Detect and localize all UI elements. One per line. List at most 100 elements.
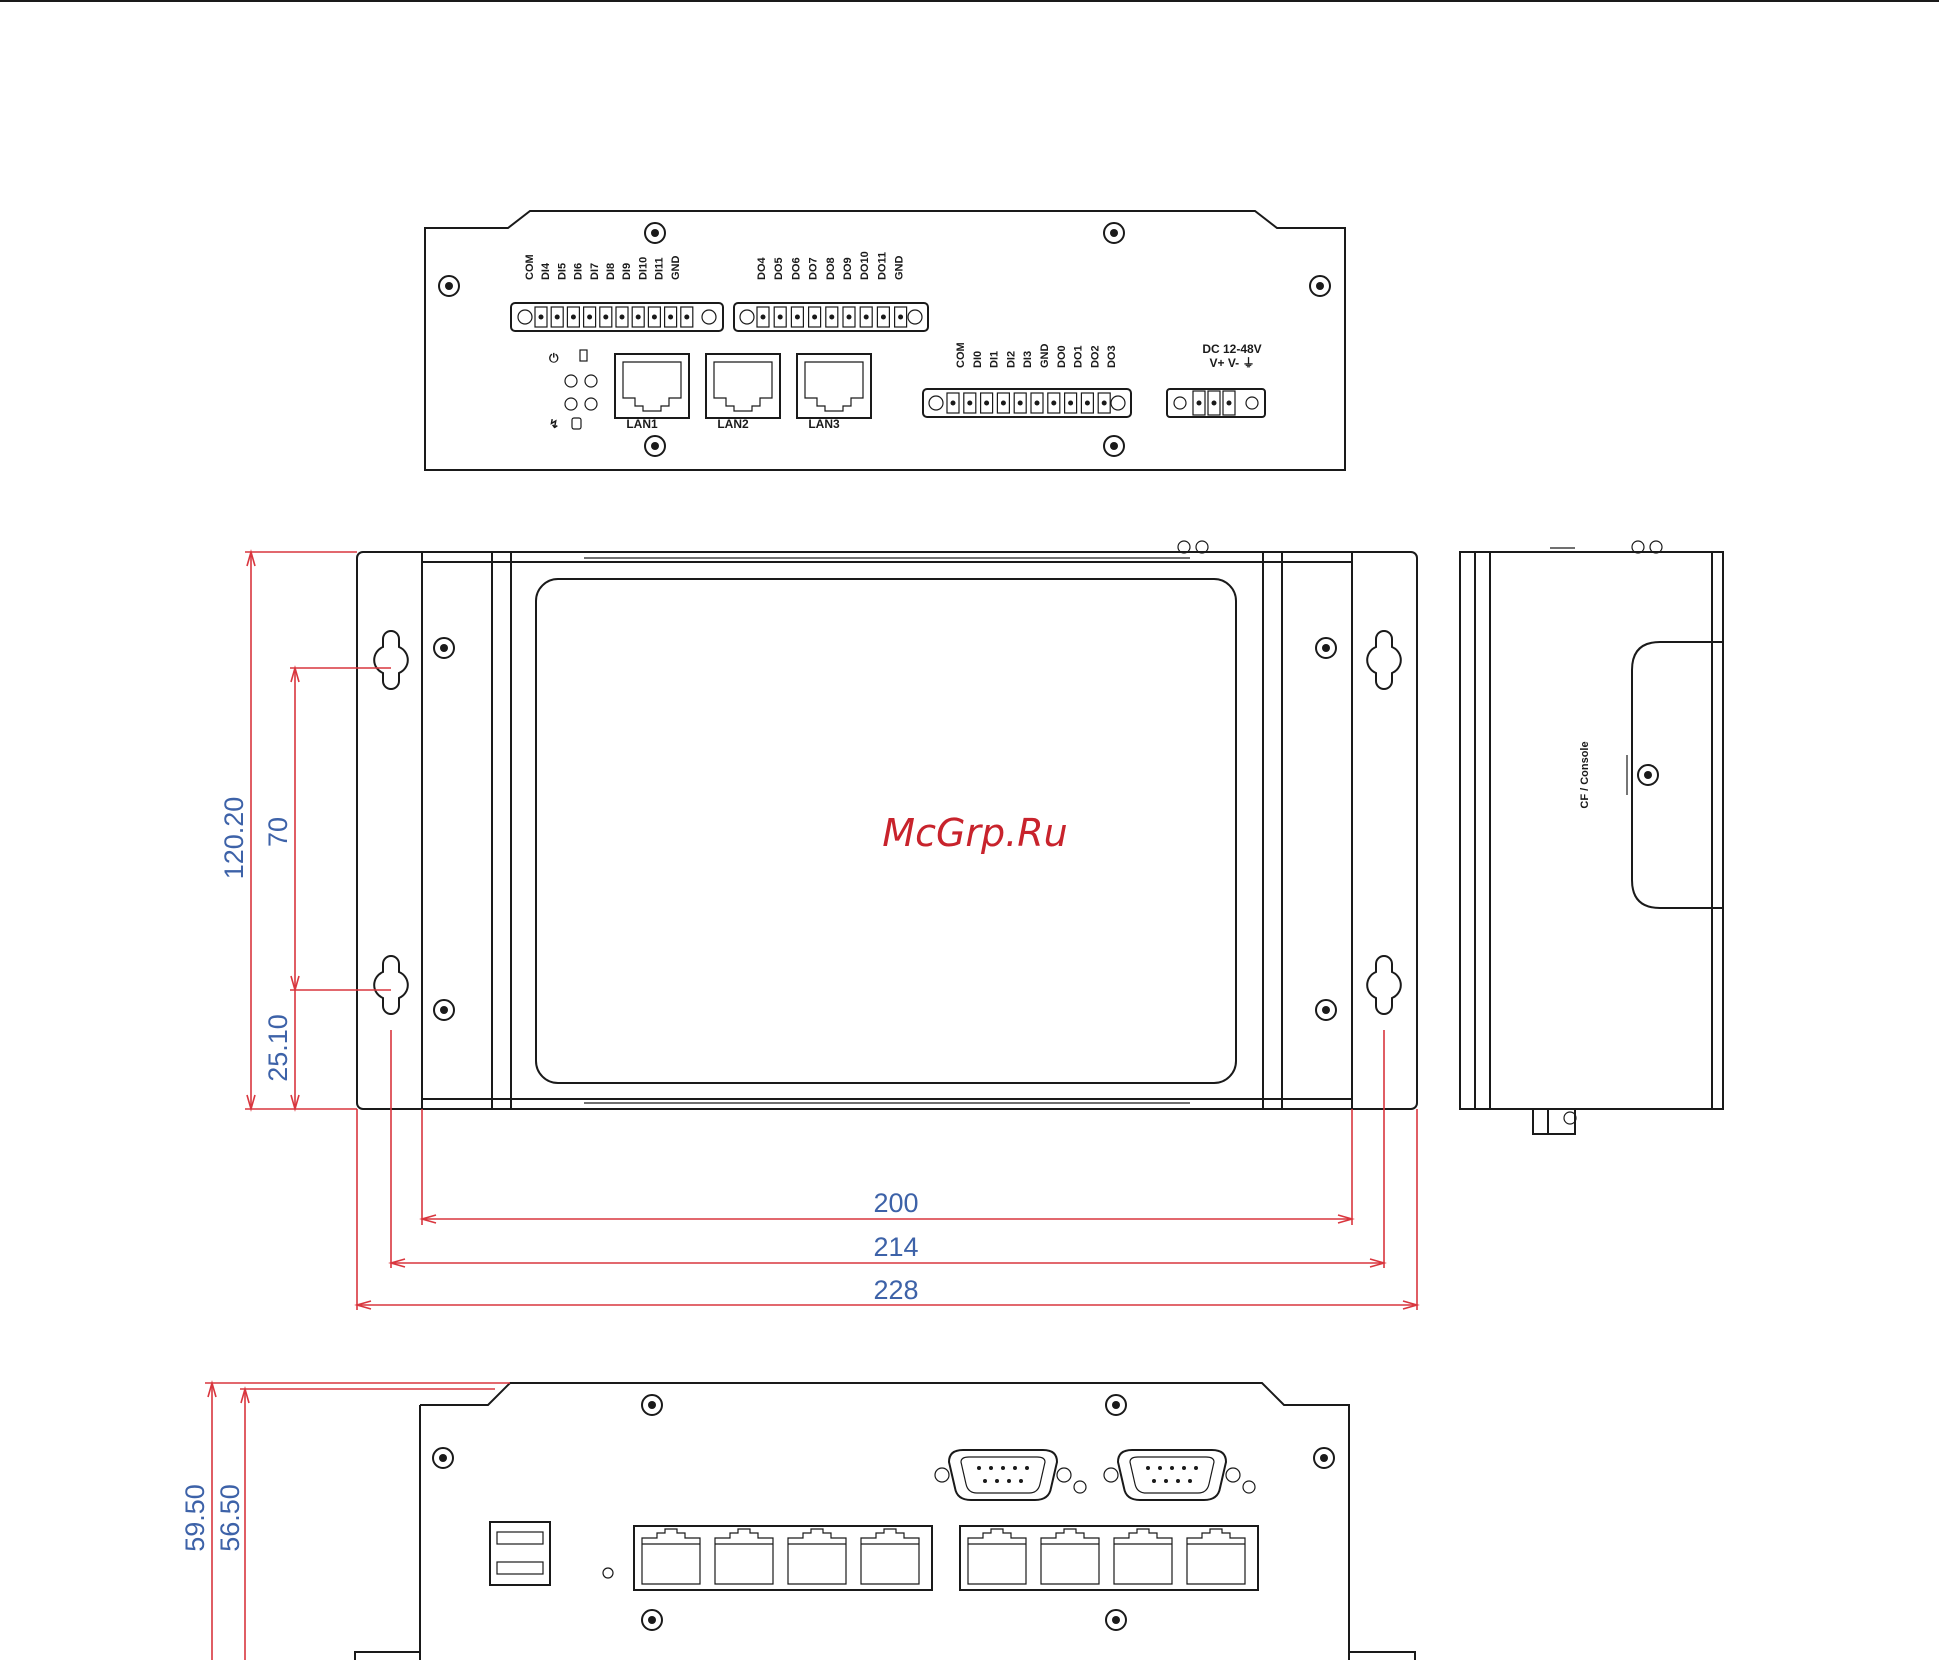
rear-screw (1106, 1395, 1126, 1415)
pin-label: DO11 (876, 252, 888, 280)
pin-label: COM (955, 342, 967, 368)
led (585, 375, 597, 387)
lan-port-label: LAN1 (626, 417, 658, 431)
pin-label: DO2 (1089, 345, 1101, 368)
serial-ports (935, 1450, 1240, 1500)
pin-label: DI5 (556, 263, 568, 280)
lan-ports: LAN1 LAN2 LAN3 (615, 354, 871, 431)
lan-port-1[interactable]: LAN1 (615, 354, 689, 431)
terminal-screw (571, 315, 576, 320)
terminal-screw (603, 315, 608, 320)
pin-label: GND (1039, 344, 1051, 369)
terminal-screw (1068, 401, 1073, 406)
terminal-screw (829, 315, 834, 320)
terminal-screw (668, 315, 673, 320)
ethernet-port[interactable] (1114, 1529, 1172, 1584)
terminal-screw (864, 315, 869, 320)
power-polarity-label: V+ V- ⏚ (1209, 356, 1254, 370)
pin-label: DI6 (573, 263, 585, 280)
terminal-screw (652, 315, 657, 320)
pin-label: COM (524, 254, 536, 280)
terminal-screw (555, 315, 560, 320)
front-screw (1316, 1000, 1336, 1020)
pin-label: GND (670, 256, 682, 281)
rear-panel-view (355, 1383, 1415, 1660)
rear-screw (642, 1610, 662, 1630)
serial-port-1[interactable] (935, 1450, 1071, 1500)
terminal-screw (984, 401, 989, 406)
rj45-bank-1 (634, 1526, 932, 1590)
pin-label: DO8 (825, 257, 837, 280)
terminal-screw (1018, 401, 1023, 406)
ethernet-switch-ports (634, 1526, 1258, 1590)
dim-width-inner: 200 (873, 1188, 918, 1218)
di-terminal-block (511, 303, 723, 331)
ethernet-port[interactable] (1041, 1529, 1099, 1584)
led (565, 398, 577, 410)
ethernet-port[interactable] (861, 1529, 919, 1584)
pin-label: GND (894, 256, 906, 281)
terminal-screw (847, 315, 852, 320)
front-screw (1316, 638, 1336, 658)
dim-width-holes: 214 (873, 1232, 918, 1262)
terminal-screw (967, 401, 972, 406)
pin-label: DO3 (1106, 345, 1118, 368)
led (1243, 1481, 1255, 1493)
lan-port-label: LAN2 (717, 417, 749, 431)
ethernet-port[interactable] (642, 1529, 700, 1584)
front-screw (434, 1000, 454, 1020)
pin-label: DI9 (621, 263, 633, 280)
side-screw (1638, 765, 1658, 785)
rear-right-foot (1349, 1652, 1415, 1660)
terminal-screw (1102, 401, 1107, 406)
status-leds: ⏻ ↯ (549, 350, 597, 431)
power-icon: ⏻ (549, 351, 559, 365)
keyhole-mounting-hole (374, 956, 408, 1014)
power-voltage-label: DC 12-48V (1202, 342, 1261, 356)
pin-label: DO0 (1056, 345, 1068, 368)
led (1074, 1481, 1086, 1493)
terminal-screw (812, 315, 817, 320)
serial-port-2[interactable] (1104, 1450, 1240, 1500)
battery-icon (580, 350, 587, 361)
rear-screw (642, 1395, 662, 1415)
pin-label: DO5 (773, 257, 785, 280)
rear-panel-outline (420, 1383, 1349, 1660)
pin-label: DI7 (589, 263, 601, 280)
front-screw (434, 638, 454, 658)
ethernet-port[interactable] (788, 1529, 846, 1584)
ethernet-port[interactable] (1187, 1529, 1245, 1584)
ethernet-port[interactable] (715, 1529, 773, 1584)
top-panel-screw (1104, 436, 1124, 456)
keyhole-mounting-hole (374, 631, 408, 689)
lan-port-2[interactable]: LAN2 (706, 354, 780, 431)
rear-screw (1106, 1610, 1126, 1630)
ethernet-port[interactable] (968, 1529, 1026, 1584)
terminal-screw (587, 315, 592, 320)
terminal-screw (761, 315, 766, 320)
watermark-text: McGrp.Ru (882, 811, 1067, 855)
pin-label: DI3 (1022, 351, 1034, 368)
di-pin-labels: COMDI4DI5DI6DI7DI8DI9DI10DI11GND (524, 254, 682, 280)
pin-label: DO4 (756, 257, 768, 281)
led (585, 398, 597, 410)
wifi-icon: ↯ (549, 417, 559, 431)
rear-screw (433, 1448, 453, 1468)
terminal-screw (951, 401, 956, 406)
dim-hole-offset-v: 25.10 (263, 1014, 293, 1082)
terminal-screw (881, 315, 886, 320)
lan-port-label: LAN3 (808, 417, 840, 431)
top-panel-view: COMDI4DI5DI6DI7DI8DI9DI10DI11GND DO4DO5D… (425, 211, 1345, 470)
pin-label: DO10 (859, 251, 871, 280)
terminal-screw (1051, 401, 1056, 406)
dim-depth-total: 59.50 (180, 1484, 210, 1552)
top-panel-outline (425, 211, 1345, 470)
top-panel-screw (439, 276, 459, 296)
pin-label: DI10 (637, 257, 649, 280)
dim-height-total: 120.20 (219, 797, 249, 880)
cf-console-label: CF / Console (1579, 741, 1591, 808)
lan-port-3[interactable]: LAN3 (797, 354, 871, 431)
led (565, 375, 577, 387)
